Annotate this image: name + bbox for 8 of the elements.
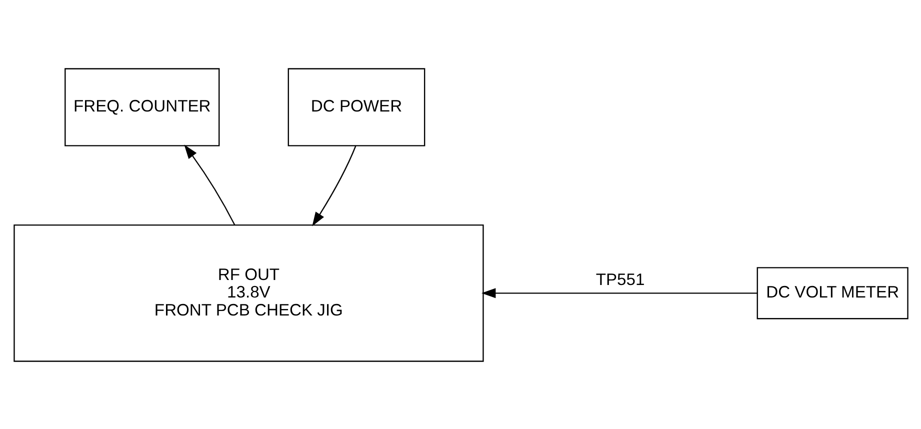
arrow xyxy=(480,288,757,298)
node-box: DC VOLT METER xyxy=(756,266,908,319)
edge-label: TP551 xyxy=(595,270,644,289)
node-box: FREQ. COUNTER xyxy=(64,68,220,146)
node-box: DC POWER xyxy=(287,68,425,146)
arrow xyxy=(312,145,356,226)
arrow xyxy=(184,144,235,225)
node-box: RF OUT 13.8V FRONT PCB CHECK JIG xyxy=(13,224,484,362)
